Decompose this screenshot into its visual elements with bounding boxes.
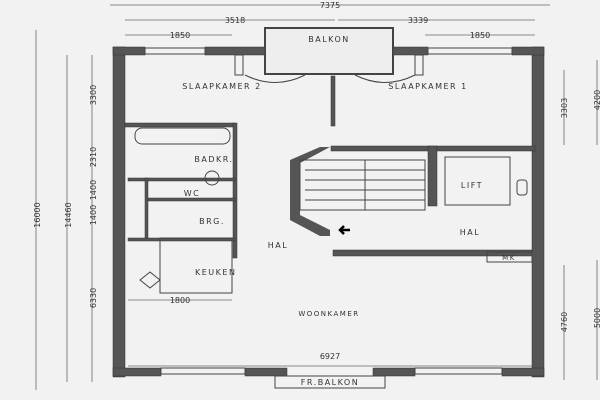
dimension-labels: 7375 3518 3339 1850 1850 1800 6927 16000… [33,1,600,361]
room-berging: BRG. [199,217,225,226]
dim-left-brg: 1400 [89,205,98,225]
dim-right-width: 3339 [408,16,428,25]
dim-left-wc: 1400 [89,180,98,200]
french-balcony [274,375,386,389]
room-balkon: BALKON [308,35,350,44]
dim-right-bedroom-outer: 4200 [593,90,600,110]
room-lift: LIFT [461,181,483,190]
dim-left-bath: 2310 [89,147,98,167]
room-slaapkamer-1: SLAAPKAMER 1 [388,82,467,91]
dim-kitchen: 1800 [170,296,190,305]
lift-shaft [444,156,511,206]
dim-living-width: 6927 [320,352,340,361]
room-frans-balkon: FR.BALKON [301,378,359,387]
room-slaapkamer-2: SLAAPKAMER 2 [182,82,261,91]
dim-right-living: 4760 [560,312,569,332]
room-hal-left: HAL [268,241,288,250]
dim-right-bedroom: 3303 [560,98,569,118]
room-hal-right: HAL [460,228,480,237]
room-woonkamer: WOONKAMER [298,310,359,318]
room-wc: WC [184,189,201,198]
room-labels: BALKON SLAAPKAMER 2 SLAAPKAMER 1 BADKR. … [182,35,516,387]
dim-right-living-outer: 5000 [593,308,600,328]
dim-left-bedroom: 3300 [89,85,98,105]
dim-window-left: 1850 [170,31,190,40]
dim-left-width: 3518 [225,16,245,25]
dim-total-width: 7375 [320,1,340,10]
room-meterkast: MK [502,254,516,262]
dim-window-right: 1850 [470,31,490,40]
dim-left-living: 6330 [89,288,98,308]
fixtures [134,47,533,389]
dimension-lines [35,4,598,390]
dim-left-outer: 16000 [33,202,42,227]
room-badkamer: BADKR. [194,155,233,164]
stairs [305,160,425,210]
room-keuken: KEUKEN [195,268,236,277]
entrance-arrow-icon [338,225,350,235]
dim-left-middle: 14460 [64,202,73,227]
walls [112,46,545,378]
